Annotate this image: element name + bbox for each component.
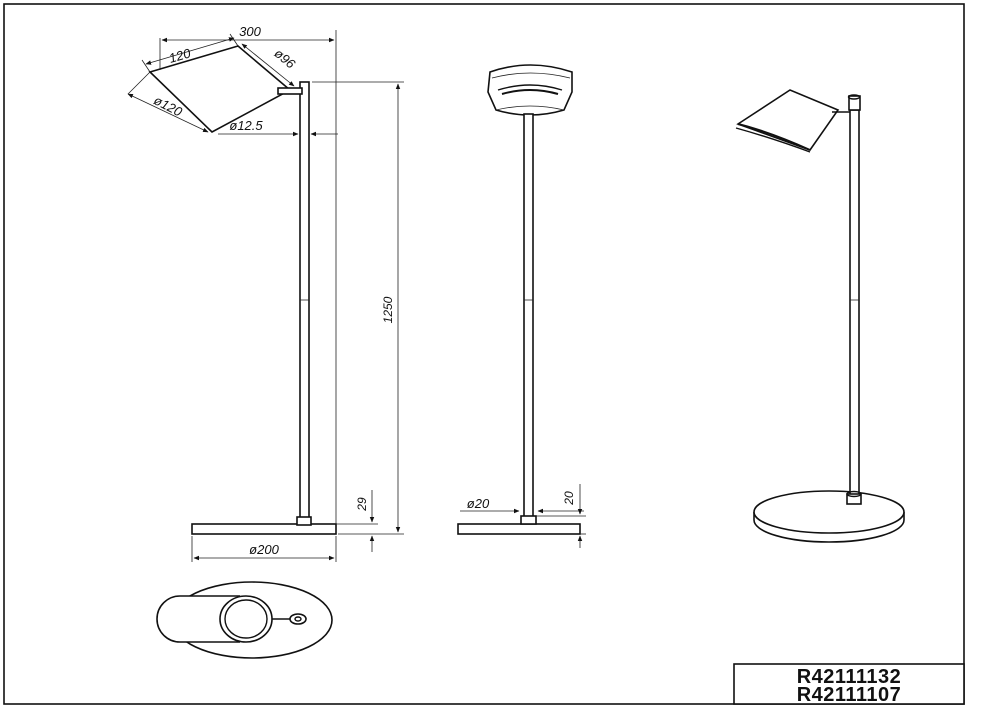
dim-shade-diameter-small: ø96 xyxy=(271,46,298,72)
dim-base-thickness: 29 xyxy=(355,497,369,512)
side-shade-joint xyxy=(277,87,303,95)
product-code-2: R42111107 xyxy=(797,684,902,706)
sheet-border xyxy=(3,3,965,705)
dim-total-width: 300 xyxy=(239,24,261,39)
dim-shade-length: 120 xyxy=(167,45,193,66)
side-pole xyxy=(299,81,310,523)
top-pole xyxy=(289,613,307,625)
top-view xyxy=(156,581,333,659)
side-base xyxy=(191,523,337,535)
front-pole xyxy=(523,113,534,521)
front-view: ø20 20 xyxy=(457,64,586,548)
dim-pole-diameter: ø12.5 xyxy=(229,118,263,133)
dim-foot-height: 20 xyxy=(562,491,576,506)
persp-shade xyxy=(736,89,840,151)
dim-base-diameter: ø200 xyxy=(249,542,279,557)
perspective-view xyxy=(735,89,905,543)
title-block: R42111132 R42111107 xyxy=(733,663,965,706)
dim-pole-base-diameter: ø20 xyxy=(467,496,490,511)
persp-pole xyxy=(849,109,860,501)
front-base xyxy=(457,523,581,535)
product-code-1: R42111132 xyxy=(797,666,902,688)
persp-base xyxy=(753,490,905,534)
side-view: 300 120 ø96 ø120 ø12.5 1250 29 ø200 xyxy=(127,24,404,562)
dim-height: 1250 xyxy=(381,296,395,323)
top-shade xyxy=(156,595,240,643)
